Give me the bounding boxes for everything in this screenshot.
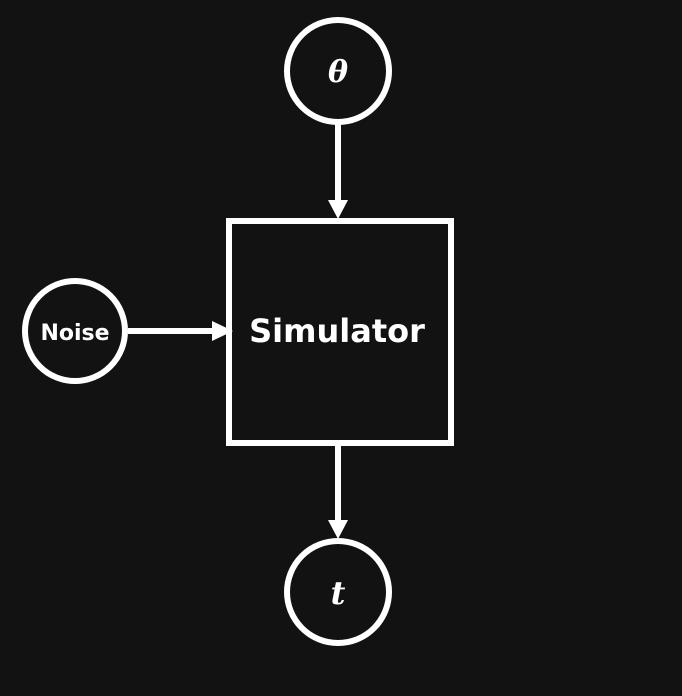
edge-noise-to-simulator: [128, 321, 233, 341]
edge-theta-to-simulator: [328, 124, 348, 219]
theta-label: θ: [328, 55, 348, 90]
noise-circle: [22, 278, 128, 384]
t-label: t: [331, 574, 346, 612]
arrowhead-icon: [328, 200, 348, 219]
simulator-node: Simulator: [226, 218, 454, 446]
noise-label: Noise: [40, 321, 109, 346]
theta-node: θ: [284, 17, 392, 125]
edge-simulator-to-t: [328, 445, 348, 539]
simulator-label: Simulator: [249, 312, 425, 350]
arrowhead-icon: [212, 321, 233, 341]
t-circle: [284, 538, 392, 646]
t-node: t: [284, 538, 392, 646]
theta-circle: [284, 17, 392, 125]
noise-node: Noise: [22, 278, 128, 384]
arrowhead-icon: [328, 520, 348, 539]
